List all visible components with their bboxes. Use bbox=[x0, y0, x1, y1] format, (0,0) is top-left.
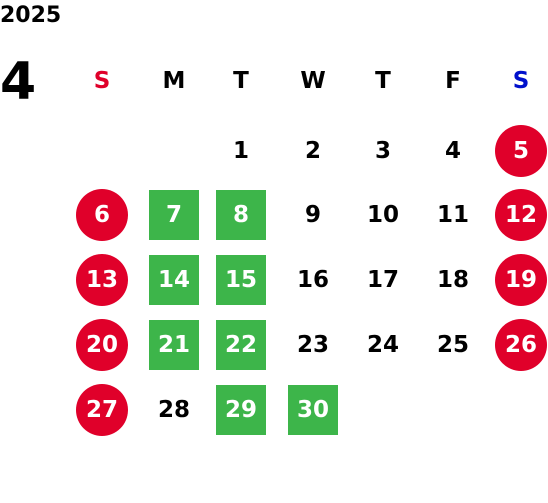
day-cell[interactable]: 15 bbox=[216, 255, 266, 305]
day-cell[interactable]: 7 bbox=[149, 190, 199, 240]
year-label: 2025 bbox=[0, 3, 62, 28]
weekday-header: T bbox=[233, 68, 249, 94]
day-cell[interactable]: 26 bbox=[495, 319, 547, 371]
day-cell[interactable]: 4 bbox=[444, 138, 461, 164]
day-cell[interactable]: 29 bbox=[216, 385, 266, 435]
day-cell[interactable]: 13 bbox=[76, 254, 128, 306]
day-cell[interactable]: 24 bbox=[366, 332, 399, 358]
day-cell[interactable]: 17 bbox=[366, 267, 399, 293]
day-cell[interactable]: 5 bbox=[495, 125, 547, 177]
day-cell[interactable]: 21 bbox=[149, 320, 199, 370]
day-cell[interactable]: 3 bbox=[374, 138, 391, 164]
day-cell[interactable]: 30 bbox=[288, 385, 338, 435]
month-number: 4 bbox=[0, 52, 37, 112]
weekday-header: S bbox=[512, 68, 530, 94]
day-cell[interactable]: 6 bbox=[76, 189, 128, 241]
day-cell[interactable]: 28 bbox=[157, 397, 190, 423]
day-cell[interactable]: 23 bbox=[296, 332, 329, 358]
day-cell[interactable]: 10 bbox=[366, 202, 399, 228]
day-cell[interactable]: 20 bbox=[76, 319, 128, 371]
day-cell[interactable]: 22 bbox=[216, 320, 266, 370]
day-cell[interactable]: 18 bbox=[436, 267, 469, 293]
day-cell[interactable]: 27 bbox=[76, 384, 128, 436]
day-cell[interactable]: 11 bbox=[436, 202, 469, 228]
weekday-header: W bbox=[300, 68, 326, 94]
day-cell[interactable]: 12 bbox=[495, 189, 547, 241]
day-cell[interactable]: 19 bbox=[495, 254, 547, 306]
weekday-header: T bbox=[375, 68, 391, 94]
day-cell[interactable]: 2 bbox=[304, 138, 321, 164]
day-cell[interactable]: 8 bbox=[216, 190, 266, 240]
day-cell[interactable]: 25 bbox=[436, 332, 469, 358]
day-cell[interactable]: 9 bbox=[304, 202, 321, 228]
day-cell[interactable]: 1 bbox=[232, 138, 249, 164]
weekday-header: M bbox=[162, 68, 186, 94]
weekday-header: F bbox=[445, 68, 461, 94]
day-cell[interactable]: 16 bbox=[296, 267, 329, 293]
weekday-header: S bbox=[93, 68, 111, 94]
day-cell[interactable]: 14 bbox=[149, 255, 199, 305]
